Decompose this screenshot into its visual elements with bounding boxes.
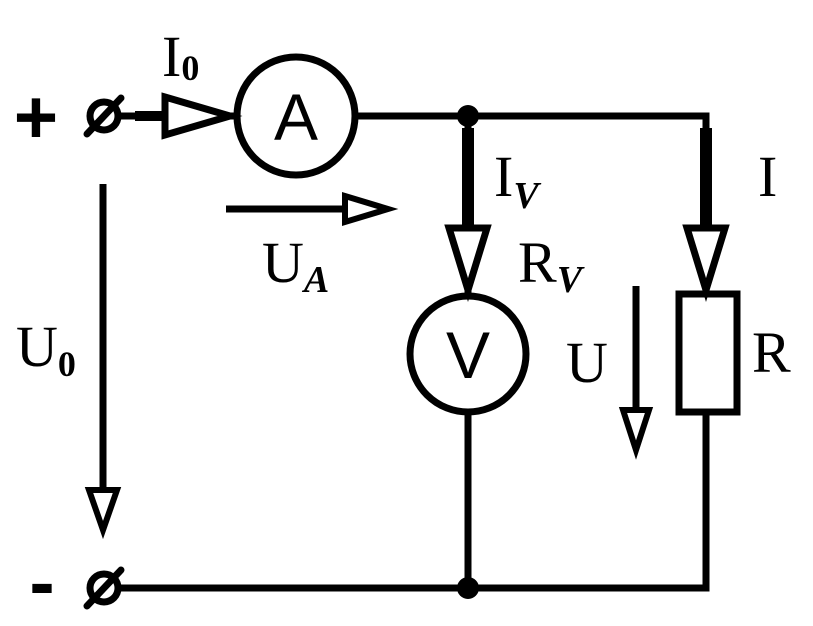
voltage-arrow-u0 [84,184,122,540]
bottom-junction-node [457,577,479,599]
ammeter-symbol: A [274,80,318,154]
voltmeter: V [406,292,530,416]
top-junction-node [457,105,479,127]
label-u0-main: U [16,314,58,379]
label-u0: U0 [16,314,76,384]
ammeter: A [233,53,359,179]
label-iv-sub: V [513,175,541,217]
label-rv: RV [518,230,585,301]
label-i0-main: I [162,24,181,89]
current-arrow-iv [444,128,492,302]
resistor [675,290,741,416]
label-rv-sub: V [557,259,585,301]
positive-terminal [83,94,125,138]
positive-sign: + [14,75,58,160]
voltage-arrow-ua [226,191,399,227]
label-ua-main: U [262,230,304,295]
current-arrow-i [682,128,730,302]
voltage-arrow-u [618,286,654,460]
label-ua-sub: A [302,259,329,301]
label-i0: I0 [162,24,199,89]
negative-terminal [83,566,125,610]
label-rv-main: R [518,230,557,295]
label-u: U [566,330,608,395]
label-ua: UA [262,230,329,301]
label-i0-sub: 0 [181,48,199,88]
label-r: R [752,320,791,385]
label-i: I [758,144,777,209]
voltmeter-symbol: V [446,318,490,392]
negative-sign: - [29,540,54,625]
current-arrow-i0 [135,92,243,140]
label-iv-main: I [494,144,513,209]
label-iv: IV [494,144,541,217]
label-u0-sub: 0 [58,344,76,384]
